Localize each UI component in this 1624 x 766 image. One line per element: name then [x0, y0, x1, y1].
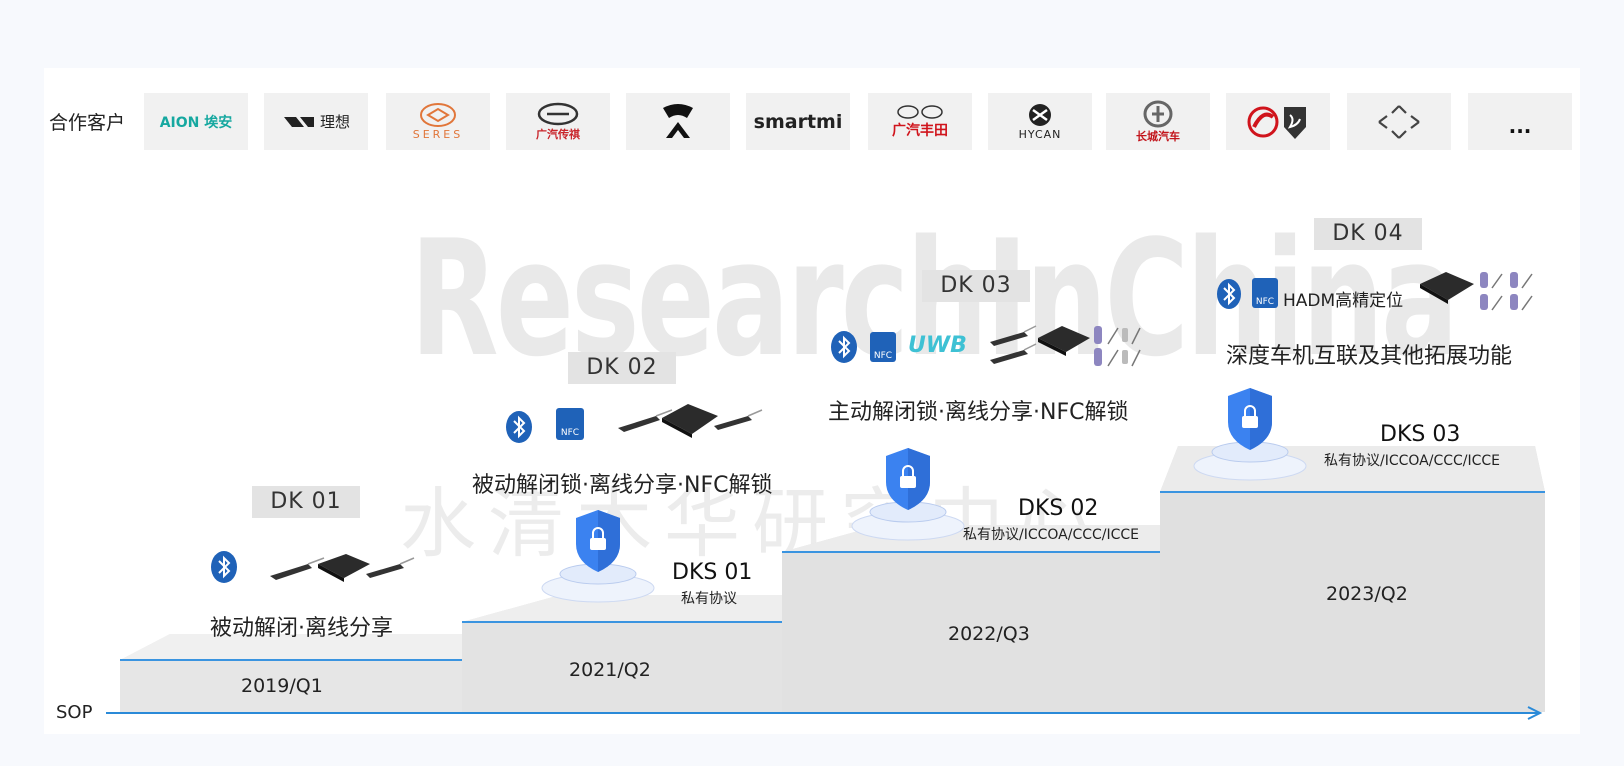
ecu-uwb-antenna-icon — [990, 325, 1141, 367]
shield-lock-icon — [1193, 388, 1307, 481]
customers-label: 合作客户 — [49, 112, 126, 134]
dks03-title: DKS 03 — [1380, 422, 1461, 447]
seres-mark-icon — [420, 103, 456, 127]
bluetooth-icon — [506, 411, 532, 443]
shield-lock-icon — [541, 510, 655, 603]
nio-mark-icon — [663, 103, 693, 138]
logo-gac-text: 广汽传祺 — [536, 127, 580, 141]
nfc-icon: NFC — [870, 332, 896, 362]
jiyue-mark-icon — [1378, 104, 1420, 139]
dk04-box: DK 04 — [1314, 218, 1422, 250]
dk04-function: 深度车机互联及其他拓展功能 — [1226, 344, 1513, 369]
ecu-module-icon — [270, 554, 415, 582]
nfc-icon: NFC — [556, 408, 584, 440]
logo-lixiang-text: 理想 — [319, 113, 350, 131]
dk02-box: DK 02 — [568, 352, 676, 384]
gac-mark-icon — [537, 102, 579, 125]
step-3-block — [782, 525, 1160, 712]
dks01-title: DKS 01 — [672, 560, 753, 585]
hadm-label: HADM高精定位 — [1283, 291, 1404, 311]
bluetooth-icon — [831, 331, 857, 363]
dk03-box: DK 03 — [922, 270, 1030, 302]
sop-label: SOP — [56, 702, 93, 723]
dks01-protocol: 私有协议 — [681, 591, 737, 607]
logo-aion-text: AION 埃安 — [159, 114, 233, 131]
logo-leapmotor — [1226, 93, 1330, 150]
step-1-top — [120, 634, 462, 660]
logo-gac-trumpchi: 广汽传祺 — [506, 93, 610, 150]
date-2023q2: 2023/Q2 — [1326, 583, 1408, 605]
step-2-top — [462, 595, 782, 622]
nfc-icon: NFC — [1252, 278, 1278, 308]
bluetooth-icon — [1217, 279, 1241, 309]
step-2-block — [462, 595, 782, 712]
logo-hycan: HYCAN — [988, 93, 1092, 150]
hycan-mark-icon — [1029, 104, 1051, 126]
bluetooth-icon — [211, 551, 237, 583]
dk01-box: DK 01 — [252, 486, 360, 518]
dks02-protocol: 私有协议/ICCOA/CCC/ICCE — [963, 527, 1140, 543]
ecu-module-icon — [618, 404, 763, 438]
date-2022q3: 2022/Q3 — [948, 623, 1030, 645]
dk01-function: 被动解闭·离线分享 — [210, 616, 393, 641]
logo-seres: SERES — [386, 93, 490, 150]
uwb-alliance-icon: UWB — [908, 333, 967, 358]
axis-arrow-icon — [1527, 706, 1543, 720]
date-2021q2: 2021/Q2 — [569, 659, 651, 681]
shield-lock-icon — [851, 448, 965, 541]
dk03-function: 主动解闭锁·离线分享·NFC解锁 — [828, 400, 1129, 425]
ecu-uwb-antenna-icon — [1420, 272, 1533, 311]
logo-great-wall: 长城汽车 — [1106, 93, 1210, 150]
lixiang-mark-icon — [283, 116, 314, 127]
dks02-title: DKS 02 — [1018, 496, 1099, 521]
logo-great-wall-text: 长城汽车 — [1136, 129, 1180, 143]
dk02-function: 被动解闭锁·离线分享·NFC解锁 — [472, 473, 773, 498]
logo-aion: AION 埃安 — [144, 93, 248, 150]
logo-jiyue — [1347, 93, 1451, 150]
great-wall-mark-icon — [1143, 100, 1173, 127]
toyota-mark-icon — [897, 104, 943, 119]
logo-lixiang: 理想 — [264, 93, 368, 150]
logo-smartmi: smartmi — [746, 93, 850, 150]
logo-hycan-text: HYCAN — [1018, 128, 1062, 141]
date-2019q1: 2019/Q1 — [241, 675, 323, 697]
leapmotor-mark-icon — [1247, 106, 1306, 139]
dks03-protocol: 私有协议/ICCOA/CCC/ICCE — [1324, 453, 1501, 469]
logo-seres-text: SERES — [412, 128, 464, 141]
logo-more: ... — [1468, 93, 1572, 150]
logo-smartmi-text: smartmi — [753, 110, 843, 133]
logo-gac-toyota: 广汽丰田 — [868, 93, 972, 150]
logo-gac-toyota-text: 广汽丰田 — [892, 122, 948, 139]
logo-nio — [626, 93, 730, 150]
step-4-block — [1160, 446, 1545, 712]
more-ellipsis: ... — [1508, 113, 1532, 138]
